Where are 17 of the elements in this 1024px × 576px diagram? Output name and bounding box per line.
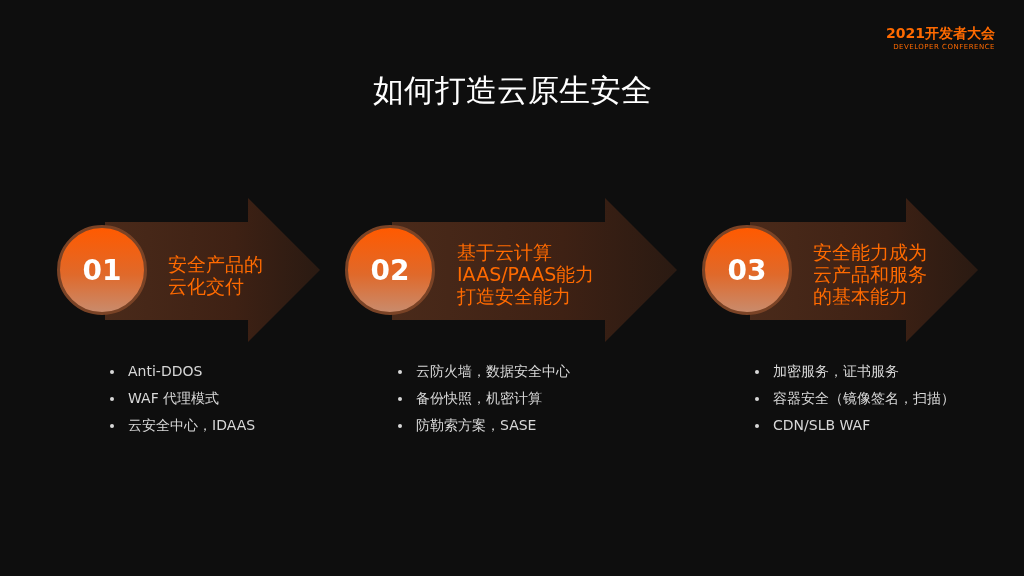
bullet-item: 云防火墙，数据安全中心 (398, 363, 570, 381)
bullet-item: WAF 代理模式 (110, 390, 220, 408)
bullet-item: 加密服务，证书服务 (755, 363, 899, 381)
step-text: 安全产品的云化交付 (168, 253, 264, 297)
bullet-item: 云安全中心，IDAAS (110, 417, 256, 435)
slide-title: 如何打造云原生安全 (371, 71, 653, 110)
bullet-item: 防勒索方案，SASE (398, 417, 537, 435)
step-text: 安全能力成为云产品和服务的基本能力 (813, 241, 928, 307)
header-title: 2021开发者大会 (885, 25, 995, 43)
bullet-item: 容器安全（镜像签名，扫描） (755, 390, 955, 408)
number-circle: 01 (57, 225, 147, 315)
bullet-item: 备份快照，机密计算 (398, 390, 542, 408)
bullet-item: CDN/SLB WAF (755, 417, 871, 433)
step-text: 基于云计算IAAS/PAAS能力打造安全能力 (457, 241, 596, 307)
number-circle: 02 (345, 225, 435, 315)
number-circle: 03 (702, 225, 792, 315)
bullet-item: Anti-DDOS (110, 363, 203, 379)
